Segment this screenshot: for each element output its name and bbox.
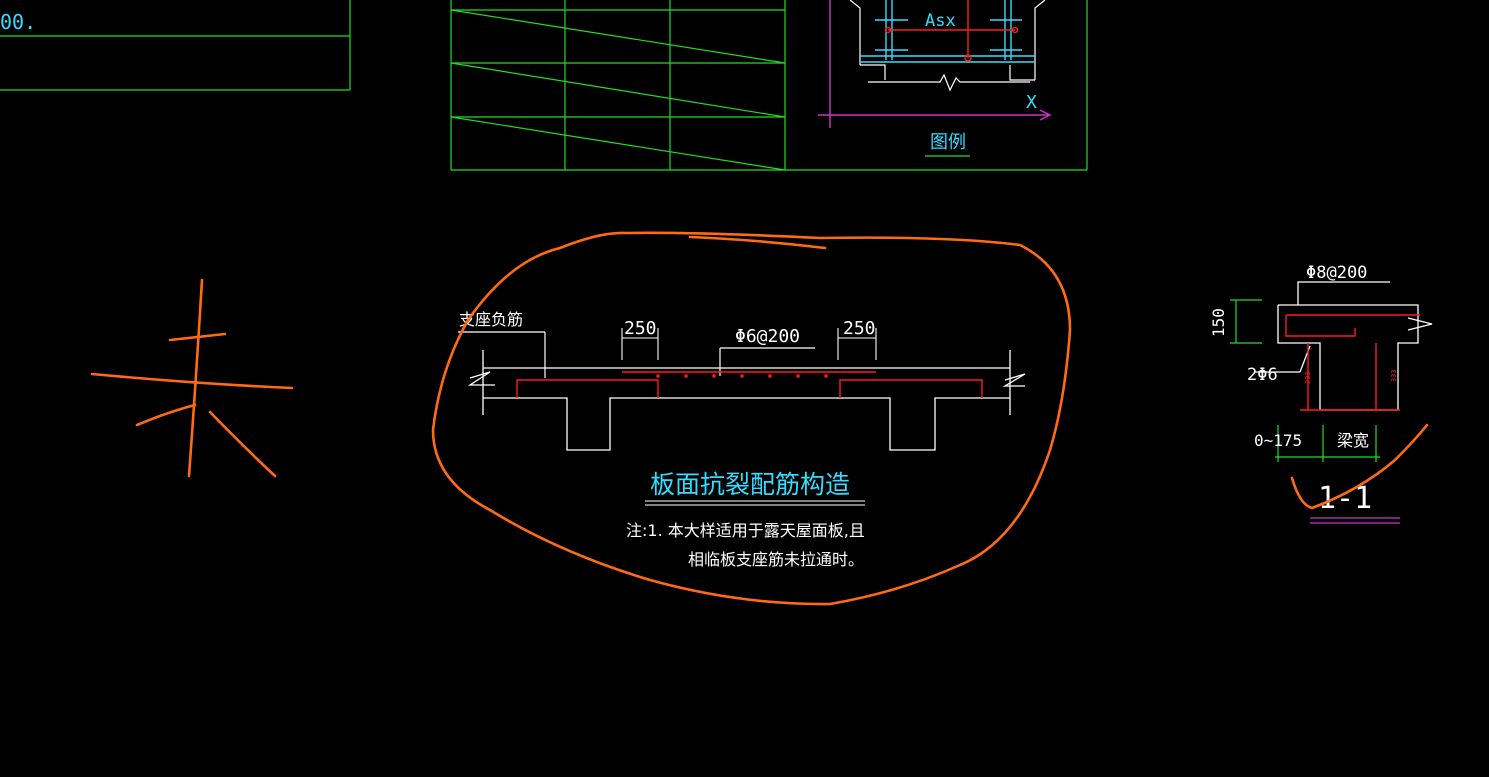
section-bottom-rebar: 2Φ6 bbox=[1247, 365, 1278, 385]
legend-title: 图例 bbox=[930, 132, 966, 153]
dimension-right: 250 bbox=[843, 318, 876, 339]
legend-x-axis-label: X bbox=[1026, 92, 1037, 113]
diagonal-hatch bbox=[450, 62, 786, 118]
legend-asx-label: Asx bbox=[925, 11, 956, 31]
swoosh-annotation-mark bbox=[1290, 423, 1429, 510]
note-line-2: 相临板支座筋未拉通时。 bbox=[688, 550, 864, 569]
section-beam-width: 梁宽 bbox=[1337, 431, 1369, 450]
table-value-text: 00. bbox=[0, 10, 36, 34]
note-line-1: 注:1. 本大样适用于露天屋面板,且 bbox=[626, 521, 865, 540]
section-top-rebar: Φ8@200 bbox=[1306, 263, 1367, 283]
section-height-dim: 150 bbox=[1209, 308, 1228, 337]
circle-annotation-mark bbox=[431, 231, 1072, 606]
legend-block: Asx X 图例 bbox=[818, 0, 1052, 157]
support-rebar-label: 支座负筋 bbox=[459, 310, 523, 329]
section-small-dim-a: 230 bbox=[1304, 371, 1312, 384]
detail-title: 板面抗裂配筋构造 bbox=[650, 470, 850, 499]
diagonal-hatch bbox=[450, 9, 786, 64]
rebar-spec-label: Φ6@200 bbox=[735, 326, 800, 347]
section-1-1-detail: Φ8@200 150 2Φ6 0~175 梁宽 230 333 1-1 bbox=[1209, 263, 1433, 524]
dimension-left: 250 bbox=[624, 318, 657, 339]
section-small-dim-b: 333 bbox=[1390, 369, 1398, 382]
slab-crack-detail: 支座负筋 250 250 Φ6@200 板面抗裂配筋构 bbox=[458, 310, 1026, 569]
section-range-dim: 0~175 bbox=[1254, 431, 1302, 450]
hatched-grid-table bbox=[450, 0, 1088, 171]
handwritten-character-mark bbox=[90, 278, 294, 478]
rebar-dots bbox=[656, 374, 828, 378]
diagonal-hatch bbox=[450, 116, 786, 171]
top-left-table bbox=[0, 0, 351, 91]
section-label: 1-1 bbox=[1318, 481, 1372, 516]
